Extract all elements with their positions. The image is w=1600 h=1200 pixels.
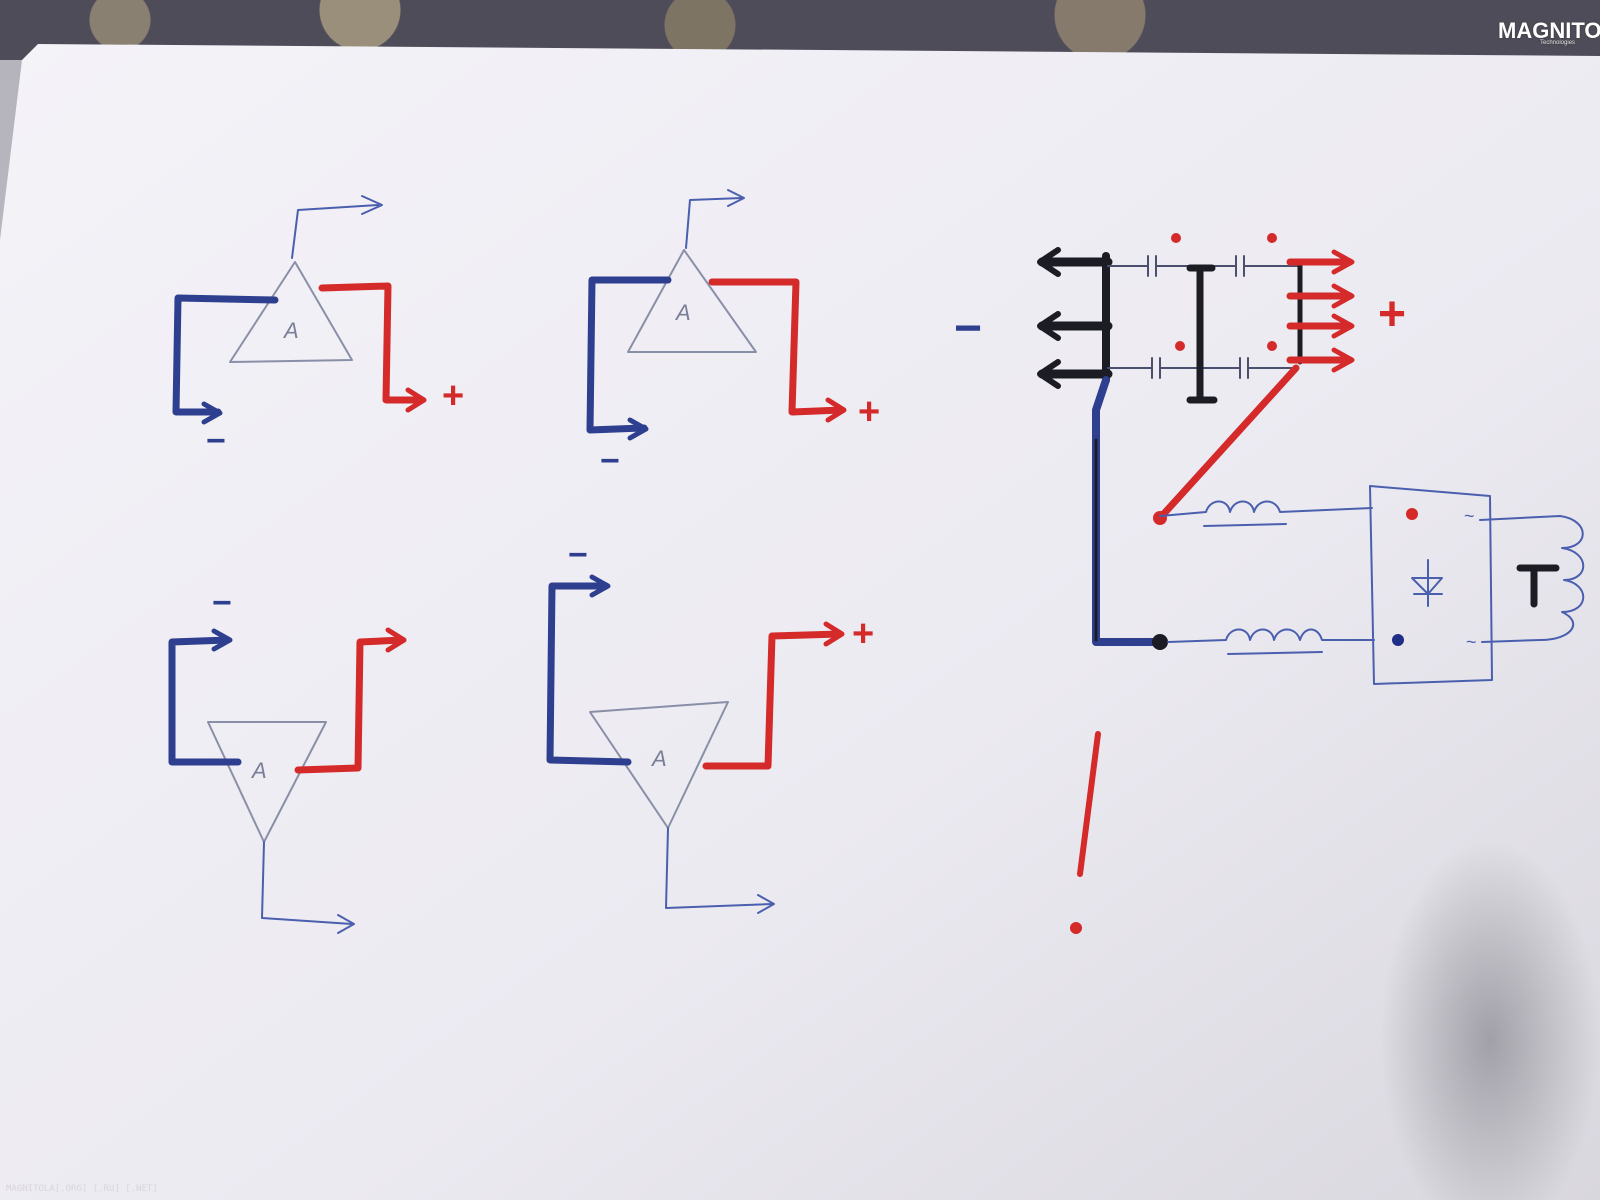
amplifier-3-positive-arrow xyxy=(385,627,407,653)
positive-bus-arrows xyxy=(1286,258,1354,364)
amplifier-2-minus-label: − xyxy=(600,442,620,480)
amplifier-2-positive-arrow xyxy=(825,397,847,423)
amplifier-1: A − + xyxy=(172,195,464,460)
amplifier-1-plus-label: + xyxy=(442,375,464,417)
amplifier-4-negative-arrow xyxy=(589,574,611,598)
amplifier-4-positive-wire xyxy=(702,630,844,770)
amplifier-1-triangle xyxy=(229,261,353,363)
amplifier-2-triangle xyxy=(627,249,757,353)
power-distribution-circuit: ~ ~ xyxy=(1037,233,1585,685)
rectifier-module xyxy=(1369,485,1493,685)
amplifier-1-signal-line xyxy=(291,195,383,259)
amplifier-2-label: A xyxy=(674,300,691,325)
amplifier-4-triangle xyxy=(589,701,729,829)
amplifier-2-negative-wire xyxy=(586,276,672,434)
amplifier-1-negative-wire xyxy=(172,294,279,416)
transformer-winding xyxy=(1479,515,1585,643)
amplifier-4-signal-line xyxy=(665,827,775,914)
paper-sheet xyxy=(0,44,1600,1200)
diode-symbol xyxy=(1411,559,1443,607)
ground-symbol xyxy=(1516,564,1560,608)
exclamation-text: ! xyxy=(0,0,1,1)
amplifier-4-negative-wire xyxy=(546,582,632,766)
amplifier-2-negative-arrow xyxy=(627,417,649,441)
amplifier-4-positive-arrow xyxy=(823,621,845,647)
rectifier-negative-dot xyxy=(1392,634,1404,646)
amplifier-3-negative-wire xyxy=(168,636,242,766)
magnitola-logo: MAGNITOLA Technologies xyxy=(1498,18,1600,46)
amplifier-3-label: A xyxy=(250,758,267,783)
power-plus-label: + xyxy=(1378,288,1406,341)
amplifier-4-plus-label: + xyxy=(852,613,874,655)
amplifier-3-minus-label: − xyxy=(212,584,232,622)
positive-terminal-dot xyxy=(1153,511,1167,525)
amplifier-1-minus-label: − xyxy=(206,422,226,460)
amplifier-3-signal-line xyxy=(261,841,355,934)
watermark-footer: MAGNITOLA[.ORG] [.RU] [.NET] xyxy=(6,1184,158,1194)
amplifier-1-negative-arrow xyxy=(201,401,223,425)
exclamation-mark xyxy=(1070,731,1101,934)
amplifier-3: A − xyxy=(168,584,407,934)
ac-symbol-top: ~ xyxy=(1464,506,1475,526)
hand-shadow xyxy=(1380,840,1600,1200)
logo-subtext: Technologies xyxy=(1540,40,1576,46)
negative-bus-arrows xyxy=(1037,257,1113,379)
amplifier-3-negative-arrow xyxy=(211,628,233,652)
rectifier-positive-dot xyxy=(1406,508,1418,520)
choke-bottom xyxy=(1167,628,1375,655)
amplifier-2-positive-wire xyxy=(708,278,846,416)
amplifier-2-plus-label: + xyxy=(858,391,880,433)
choke-top xyxy=(1159,500,1373,527)
amplifier-1-positive-wire xyxy=(318,282,426,404)
ground-bar xyxy=(1186,264,1218,404)
negative-terminal-dot xyxy=(1152,634,1168,650)
fabric-backdrop xyxy=(0,0,1600,60)
amplifier-1-positive-arrow xyxy=(405,387,427,413)
amplifier-4-minus-label: − xyxy=(568,536,588,574)
amplifier-2: A − + xyxy=(586,189,880,480)
amplifier-4: A − + xyxy=(546,536,874,914)
positive-main-wire xyxy=(1156,364,1300,522)
ac-symbol-bottom: ~ xyxy=(1466,632,1477,652)
amplifier-2-signal-line xyxy=(685,189,745,249)
power-minus-label: − xyxy=(954,302,982,355)
amplifier-3-positive-wire xyxy=(294,636,406,774)
amplifier-4-label: A xyxy=(650,746,667,771)
amplifier-3-triangle xyxy=(207,721,327,843)
amplifier-1-label: A xyxy=(282,318,299,343)
logo-text: MAGNITOLA xyxy=(1498,18,1600,43)
